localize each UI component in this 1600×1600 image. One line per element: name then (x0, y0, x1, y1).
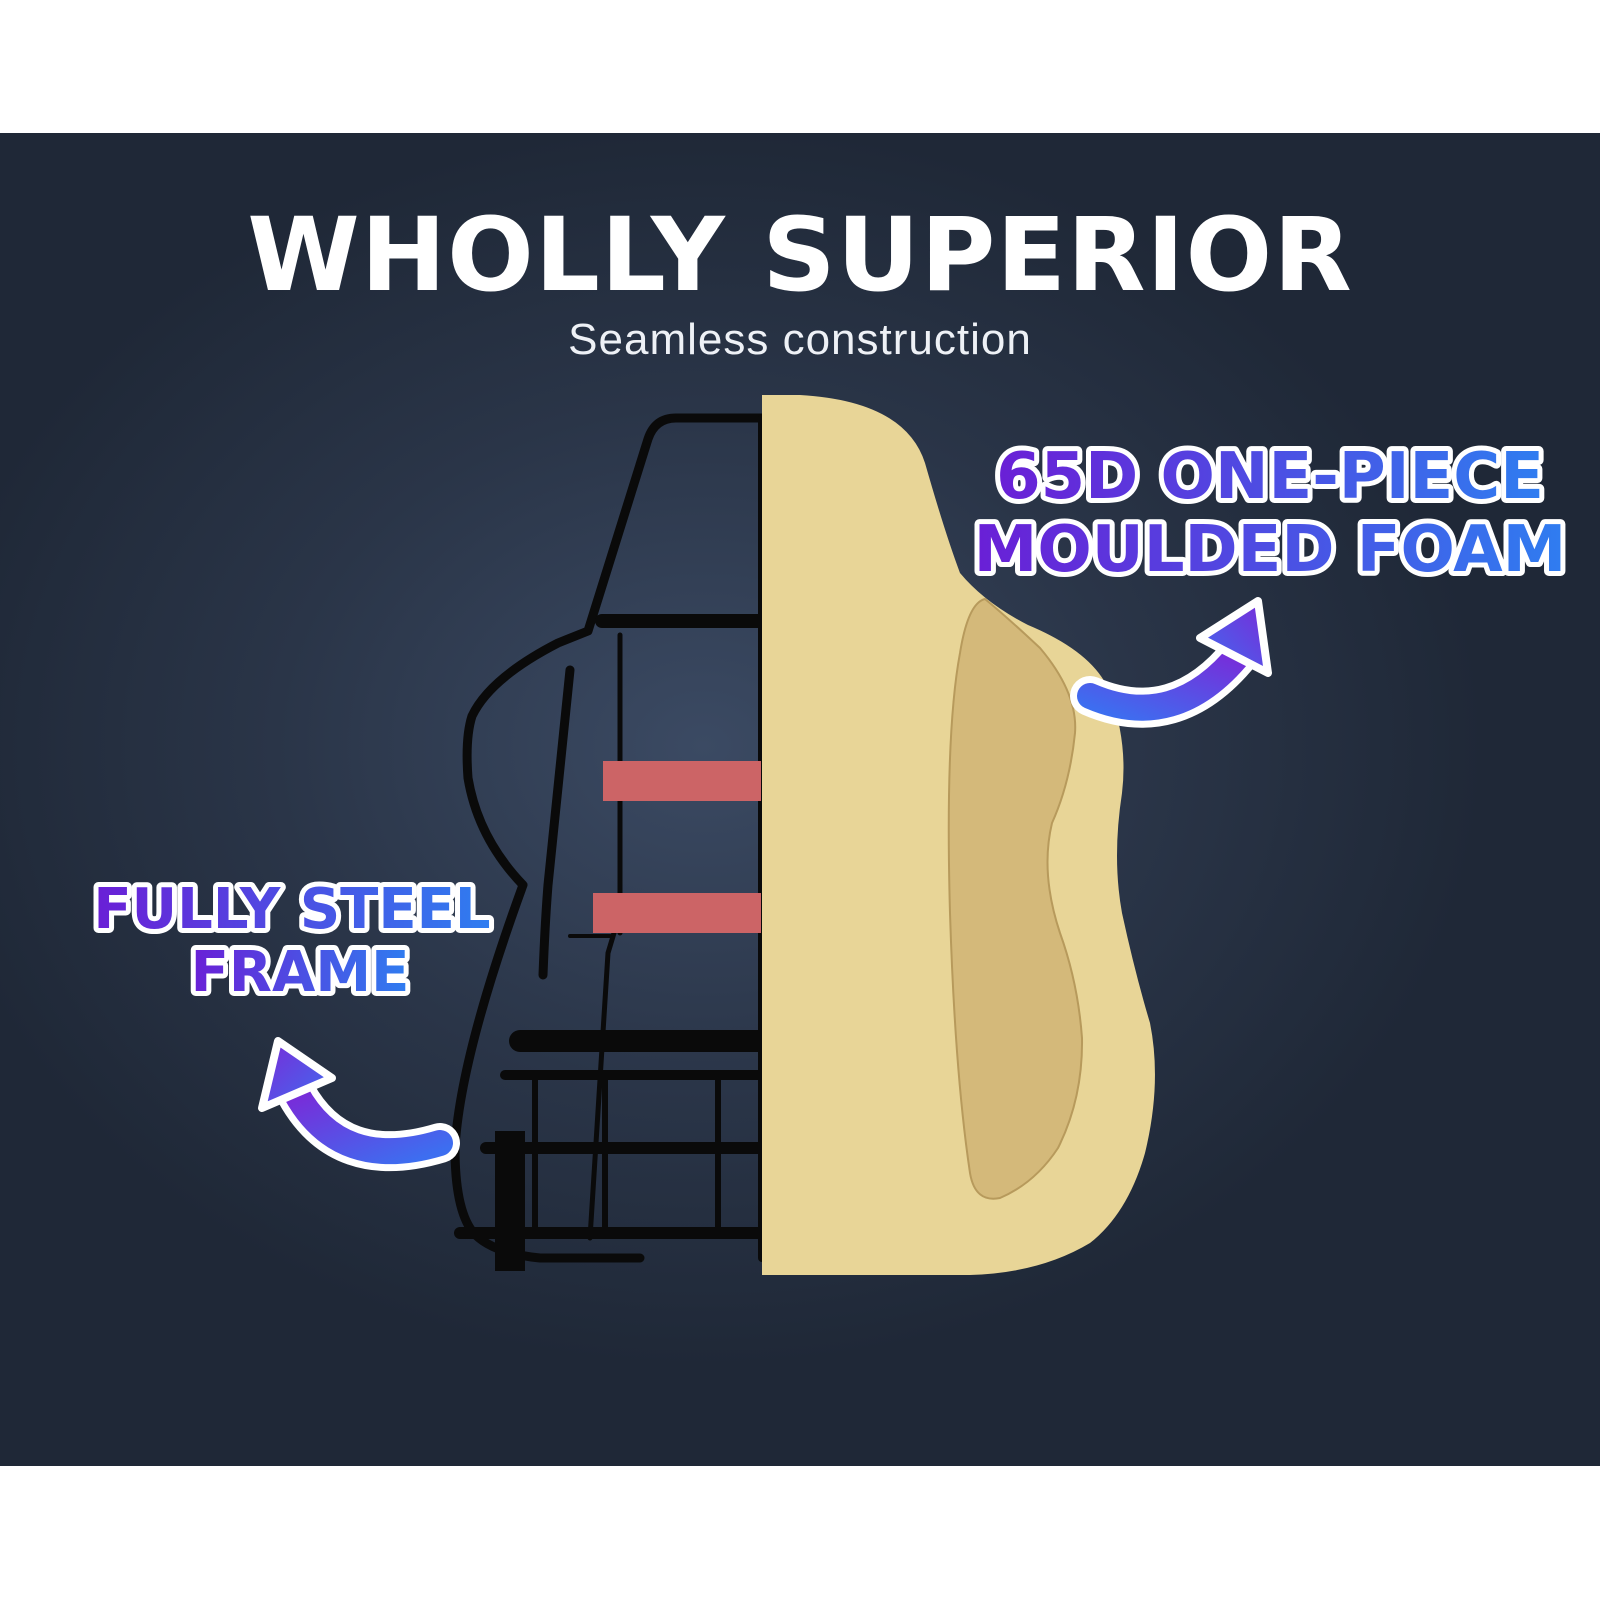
callout-frame-line1: FULLY STEEL (93, 877, 490, 942)
curved-arrow-icon (1070, 597, 1272, 728)
curved-arrow-icon (258, 1037, 460, 1172)
hero-panel: WHOLLY SUPERIOR Seamless construction (0, 133, 1600, 1466)
subtitle: Seamless construction (568, 315, 1032, 364)
callout-frame-line2: FRAME (191, 940, 410, 1005)
chair-illustration: 65D ONE-PIECE MOULDED FOAM FULLY STEEL F… (88, 395, 1572, 1275)
callout-frame: FULLY STEEL FRAME (88, 872, 495, 1010)
callout-foam-line1: 65D ONE-PIECE (996, 440, 1544, 514)
frame-outer-tube (450, 413, 767, 1263)
strap-upper (603, 761, 761, 801)
headline: WHOLLY SUPERIOR (247, 196, 1353, 315)
frame-mechanism-block (495, 1131, 525, 1271)
callout-foam-line2: MOULDED FOAM (974, 513, 1567, 587)
frame-inner-tube (538, 665, 575, 980)
foam-inner-cushion (947, 597, 1084, 1200)
callout-foam: 65D ONE-PIECE MOULDED FOAM (969, 435, 1572, 592)
strap-lower (593, 893, 761, 933)
